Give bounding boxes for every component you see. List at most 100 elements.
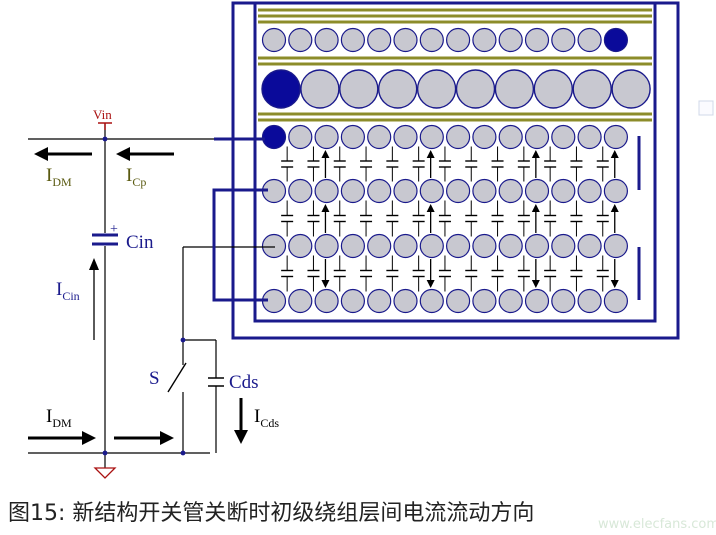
secondary-turn-active bbox=[603, 27, 629, 53]
interlayer-capacitor bbox=[596, 200, 609, 237]
interlayer-capacitor bbox=[491, 200, 504, 237]
interlayer-capacitor bbox=[570, 255, 583, 292]
arrow-head bbox=[531, 280, 540, 288]
arrow-head bbox=[610, 204, 619, 212]
vin-terminal bbox=[98, 122, 112, 130]
switch-current-arrow-head bbox=[160, 431, 174, 445]
junction-dots bbox=[102, 136, 186, 456]
interlayer-capacitor bbox=[333, 200, 346, 237]
interlayer-capacitor bbox=[281, 146, 294, 182]
secondary-turn bbox=[577, 27, 602, 53]
primary-turn bbox=[446, 124, 471, 150]
interlayer-arrow-down bbox=[610, 259, 619, 288]
primary-turn bbox=[498, 178, 523, 204]
icin-label-main: I bbox=[56, 279, 62, 300]
primary-turn bbox=[551, 124, 576, 150]
cds-capacitor bbox=[208, 377, 224, 387]
secondary-turn bbox=[551, 27, 576, 53]
primary-turn bbox=[603, 288, 629, 314]
primary-turn bbox=[314, 124, 339, 150]
secondary-winding-large bbox=[261, 69, 651, 109]
primary-turn bbox=[419, 124, 444, 150]
primary-turn bbox=[603, 233, 629, 259]
interlayer-capacitor bbox=[544, 200, 557, 237]
idm-bottom-label: IDM bbox=[46, 406, 72, 430]
primary-turn bbox=[314, 178, 339, 204]
icp-arrow-head bbox=[116, 147, 130, 161]
figure-caption: 图15: 新结构开关管关断时初级绕组层间电流流动方向 bbox=[8, 501, 534, 526]
idm-top-label: IDM bbox=[46, 165, 72, 189]
primary-turn bbox=[472, 178, 497, 204]
interlayer-capacitor bbox=[438, 146, 451, 182]
interlayer-capacitor bbox=[333, 146, 346, 182]
cin-label: Cin bbox=[126, 232, 154, 253]
interlayer-arrow-up bbox=[610, 204, 619, 233]
interlayer-capacitor bbox=[570, 146, 583, 182]
primary-turn bbox=[393, 288, 418, 314]
icin-arrow-head bbox=[89, 258, 99, 270]
interlayer-capacitor bbox=[517, 255, 530, 292]
primary-turn bbox=[603, 124, 629, 150]
primary-turn bbox=[524, 124, 550, 150]
cin-capacitor bbox=[92, 233, 118, 246]
circuit-wires bbox=[28, 123, 275, 468]
arrow-head bbox=[321, 280, 330, 288]
primary-turn bbox=[393, 124, 418, 150]
interlayer-capacitor bbox=[333, 255, 346, 292]
interlayer-capacitor bbox=[307, 200, 320, 237]
secondary-large-turn bbox=[494, 69, 535, 109]
primary-turn bbox=[288, 288, 313, 314]
primary-turn bbox=[498, 288, 523, 314]
primary-turn bbox=[419, 178, 444, 204]
primary-turn bbox=[577, 178, 602, 204]
interlayer-capacitances bbox=[281, 146, 609, 292]
secondary-turn bbox=[340, 27, 365, 53]
primary-turn bbox=[261, 233, 287, 259]
primary-turn bbox=[472, 288, 497, 314]
primary-turn bbox=[288, 233, 313, 259]
primary-turn bbox=[288, 178, 313, 204]
interlayer-capacitor bbox=[491, 255, 504, 292]
primary-turn bbox=[419, 288, 444, 314]
interlayer-capacitor bbox=[360, 146, 373, 182]
interlayer-arrow-up bbox=[426, 204, 435, 233]
primary-turn bbox=[314, 288, 339, 314]
secondary-large-turn bbox=[339, 69, 379, 109]
interlayer-capacitor bbox=[360, 200, 373, 237]
switch-label: S bbox=[149, 368, 160, 389]
arrow-head bbox=[610, 280, 619, 288]
switch-blade bbox=[167, 362, 187, 393]
interlayer-capacitor bbox=[281, 200, 294, 237]
primary-turn bbox=[472, 233, 497, 259]
secondary-turn bbox=[472, 27, 497, 53]
primary-turn bbox=[472, 124, 497, 150]
primary-turn bbox=[551, 178, 576, 204]
scroll-marker bbox=[698, 100, 714, 116]
primary-turn bbox=[340, 233, 365, 259]
interlayer-capacitor bbox=[438, 255, 451, 292]
idm-bottom-arrow-head bbox=[82, 431, 96, 445]
junction-dot bbox=[180, 450, 186, 456]
interlayer-arrow-up bbox=[531, 204, 540, 233]
arrow-head bbox=[531, 150, 540, 158]
interlayer-capacitor bbox=[412, 255, 425, 292]
cds-label: Cds bbox=[229, 372, 259, 393]
interlayer-capacitor bbox=[596, 255, 609, 292]
interlayer-capacitor bbox=[465, 200, 478, 237]
junction-dot bbox=[102, 136, 108, 142]
interlayer-capacitor bbox=[386, 146, 399, 182]
idm-top-arrow-head bbox=[34, 147, 48, 161]
interlayer-capacitor bbox=[491, 146, 504, 182]
interlayer-capacitor bbox=[596, 146, 609, 182]
arrow-head bbox=[531, 204, 540, 212]
icds-arrow-head bbox=[234, 430, 248, 444]
arrow-head bbox=[321, 204, 330, 212]
secondary-large-turn bbox=[300, 69, 340, 109]
current-arrows bbox=[28, 147, 248, 445]
insulation-tape bbox=[258, 8, 652, 122]
interlayer-capacitor bbox=[544, 255, 557, 292]
secondary-turn bbox=[261, 27, 287, 53]
winding-leads bbox=[212, 137, 268, 302]
interlayer-capacitor bbox=[360, 255, 373, 292]
